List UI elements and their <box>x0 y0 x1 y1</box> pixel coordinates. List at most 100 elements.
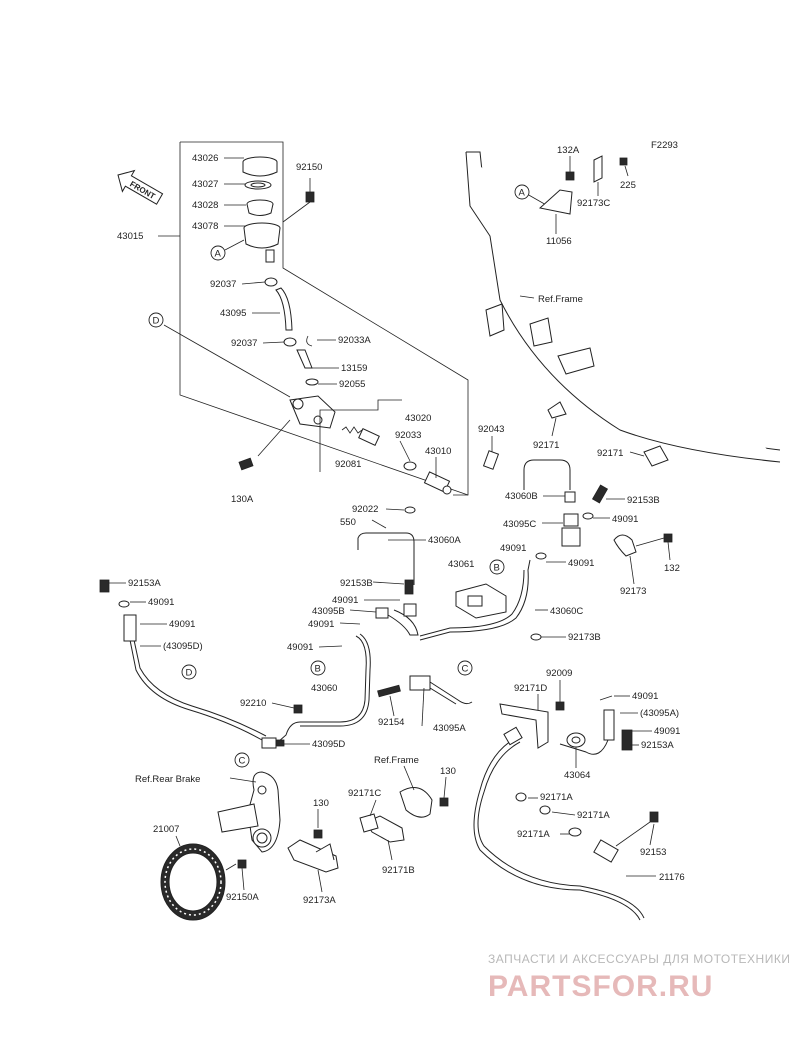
label-43095D-paren[interactable]: (43095D) <box>163 641 203 652</box>
fitting-43095D[interactable] <box>123 614 137 642</box>
connector-43095A-right[interactable] <box>603 709 633 751</box>
label-92009[interactable]: 92009 <box>546 668 572 679</box>
bolt-130-left[interactable] <box>313 829 323 839</box>
label-43095C[interactable]: 43095C <box>503 519 536 530</box>
label-43078[interactable]: 43078 <box>192 221 218 232</box>
bolt-92150A[interactable] <box>237 859 247 869</box>
grommet-43064[interactable] <box>566 732 586 748</box>
bolt-132A[interactable] <box>565 171 575 181</box>
label-92173B[interactable]: 92173B <box>568 632 601 643</box>
sensor-21176[interactable] <box>593 811 659 863</box>
label-92154[interactable]: 92154 <box>378 717 404 728</box>
plate-43027[interactable] <box>244 180 272 190</box>
bolt-92153B-mid[interactable] <box>404 579 414 595</box>
label-132[interactable]: 132 <box>664 563 680 574</box>
label-43095D[interactable]: 43095D <box>312 739 345 750</box>
label-92173C[interactable]: 92173C <box>577 198 610 209</box>
label-92153B-mid[interactable]: 92153B <box>340 578 373 589</box>
label-92081[interactable]: 92081 <box>335 459 361 470</box>
label-21176[interactable]: 21176 <box>659 872 685 883</box>
label-49091-right2[interactable]: 49091 <box>654 726 680 737</box>
label-92171B[interactable]: 92171B <box>382 865 415 876</box>
caliper-bracket-rear-brake[interactable] <box>217 771 281 853</box>
label-92033A[interactable]: 92033A <box>338 335 371 346</box>
label-49091-mid-right[interactable]: 49091 <box>568 558 594 569</box>
sensor-cable-21176[interactable] <box>473 737 641 921</box>
circlip-92033[interactable] <box>403 461 417 471</box>
bracket-92173A[interactable] <box>287 839 339 873</box>
junction-block-43061[interactable] <box>455 583 507 619</box>
banjo-43095B[interactable] <box>375 607 389 619</box>
clamp-92037-lower[interactable] <box>283 337 297 347</box>
label-21007[interactable]: 21007 <box>153 824 179 835</box>
washer-49091-left1[interactable] <box>118 600 130 608</box>
label-43060B[interactable]: 43060B <box>505 491 538 502</box>
label-225[interactable]: 225 <box>620 180 636 191</box>
label-92037-upper[interactable]: 92037 <box>210 279 236 290</box>
label-49091-mid-left[interactable]: 49091 <box>500 543 526 554</box>
bracket-92173[interactable] <box>613 534 637 557</box>
label-130A[interactable]: 130A <box>231 494 254 505</box>
washer-49091-right-top[interactable] <box>599 695 613 701</box>
hose-43095[interactable] <box>275 287 293 331</box>
pushrod-43010[interactable] <box>423 471 452 495</box>
label-92150[interactable]: 92150 <box>296 162 322 173</box>
spring-92081[interactable] <box>341 426 363 434</box>
nut-92022[interactable] <box>404 506 416 514</box>
bolt-130A[interactable] <box>238 457 254 471</box>
bracket-92171B[interactable] <box>359 813 405 843</box>
label-132A[interactable]: 132A <box>557 145 580 156</box>
label-92171-right[interactable]: 92171 <box>597 448 623 459</box>
bolt-92150[interactable] <box>282 191 315 223</box>
reservoir-cap-43026[interactable] <box>242 156 278 177</box>
label-130-right[interactable]: 130 <box>440 766 456 777</box>
label-92153[interactable]: 92153 <box>640 847 666 858</box>
label-43095A[interactable]: 43095A <box>433 723 466 734</box>
label-43020[interactable]: 43020 <box>405 413 431 424</box>
label-92043[interactable]: 92043 <box>478 424 504 435</box>
bolt-92153[interactable] <box>649 811 659 823</box>
label-49091-right1[interactable]: 49091 <box>632 691 658 702</box>
label-92037-lower[interactable]: 92037 <box>231 338 257 349</box>
diaphragm-43028[interactable] <box>246 199 274 216</box>
label-13159[interactable]: 13159 <box>341 363 367 374</box>
label-ref-rear-brake[interactable]: Ref.Rear Brake <box>135 774 200 785</box>
label-92173A[interactable]: 92173A <box>303 895 336 906</box>
joint-43095B[interactable] <box>403 603 417 617</box>
clip-92173C[interactable] <box>593 155 603 183</box>
washer-49091-top[interactable] <box>582 512 594 520</box>
piston-43020[interactable] <box>358 428 380 446</box>
label-92153A-left[interactable]: 92153A <box>128 578 161 589</box>
label-43026[interactable]: 43026 <box>192 153 218 164</box>
label-49091-left2[interactable]: 49091 <box>169 619 195 630</box>
oring-92055[interactable] <box>305 378 319 386</box>
label-43028[interactable]: 43028 <box>192 200 218 211</box>
label-92171A-3[interactable]: 92171A <box>517 829 550 840</box>
label-92171D[interactable]: 92171D <box>514 683 547 694</box>
label-92055[interactable]: 92055 <box>339 379 365 390</box>
label-92171A-2[interactable]: 92171A <box>577 810 610 821</box>
label-43064[interactable]: 43064 <box>564 770 590 781</box>
label-92150A[interactable]: 92150A <box>226 892 259 903</box>
pipe-550[interactable] <box>371 519 387 529</box>
bolt-130-right[interactable] <box>439 797 449 807</box>
label-92153B-top[interactable]: 92153B <box>627 495 660 506</box>
screw-225[interactable] <box>619 157 628 166</box>
bolt-92154[interactable] <box>377 684 401 698</box>
washer-49091-mid[interactable] <box>535 552 547 560</box>
clip-11056[interactable] <box>538 189 573 215</box>
label-92171-lower[interactable]: 92171 <box>533 440 559 451</box>
label-92173[interactable]: 92173 <box>620 586 646 597</box>
label-ref-frame-bottom[interactable]: Ref.Frame <box>374 755 419 766</box>
bolt-132[interactable] <box>663 533 673 543</box>
clip-92210[interactable] <box>293 704 303 714</box>
brake-pipe-43060A[interactable] <box>357 532 415 585</box>
label-43060A[interactable]: 43060A <box>428 535 461 546</box>
brake-hose-43095D[interactable] <box>129 639 263 741</box>
banjo-43095D[interactable] <box>261 737 285 749</box>
label-49091-b1[interactable]: 49091 <box>332 595 358 606</box>
label-92171C[interactable]: 92171C <box>348 788 381 799</box>
label-ref-frame-top[interactable]: Ref.Frame <box>538 294 583 305</box>
brake-hose-43060C[interactable] <box>419 559 531 641</box>
label-550[interactable]: 550 <box>340 517 356 528</box>
